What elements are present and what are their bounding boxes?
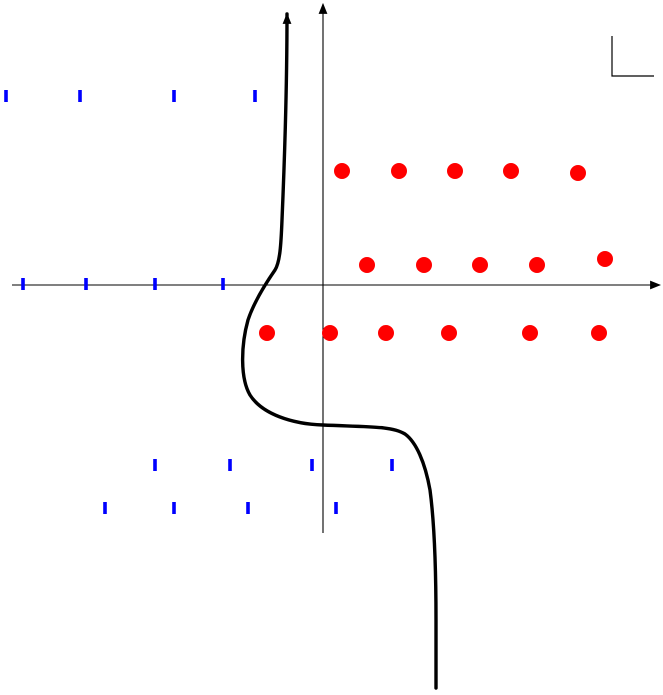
pole-marker xyxy=(259,325,275,341)
zero-marker xyxy=(103,502,107,514)
integration-contour xyxy=(240,12,438,690)
zero-marker xyxy=(228,459,232,471)
zero-marker xyxy=(153,278,157,290)
zero-marker xyxy=(21,278,25,290)
pole-marker xyxy=(322,325,338,341)
pole-marker xyxy=(416,257,432,273)
pole-marker xyxy=(441,325,457,341)
zero-marker xyxy=(78,90,82,102)
zero-marker xyxy=(310,459,314,471)
pole-marker xyxy=(503,163,519,179)
zero-marker xyxy=(172,90,176,102)
pole-marker xyxy=(570,165,586,181)
zero-marker xyxy=(221,278,225,290)
pole-marker xyxy=(447,163,463,179)
pole-marker xyxy=(522,325,538,341)
zero-marker xyxy=(334,502,338,514)
zero-marker xyxy=(84,278,88,290)
poles-group xyxy=(259,163,613,341)
zero-marker xyxy=(153,459,157,471)
corner-bracket-icon xyxy=(611,36,654,77)
pole-marker xyxy=(334,163,350,179)
pole-marker xyxy=(591,325,607,341)
zeros-group xyxy=(4,90,394,514)
zero-marker xyxy=(172,502,176,514)
pole-marker xyxy=(597,251,613,267)
pole-marker xyxy=(359,257,375,273)
zero-marker xyxy=(390,459,394,471)
zero-marker xyxy=(246,502,250,514)
pole-marker xyxy=(378,325,394,341)
pole-marker xyxy=(472,257,488,273)
zero-marker xyxy=(253,90,257,102)
pole-marker xyxy=(391,163,407,179)
pole-marker xyxy=(529,257,545,273)
zero-marker xyxy=(4,90,8,102)
